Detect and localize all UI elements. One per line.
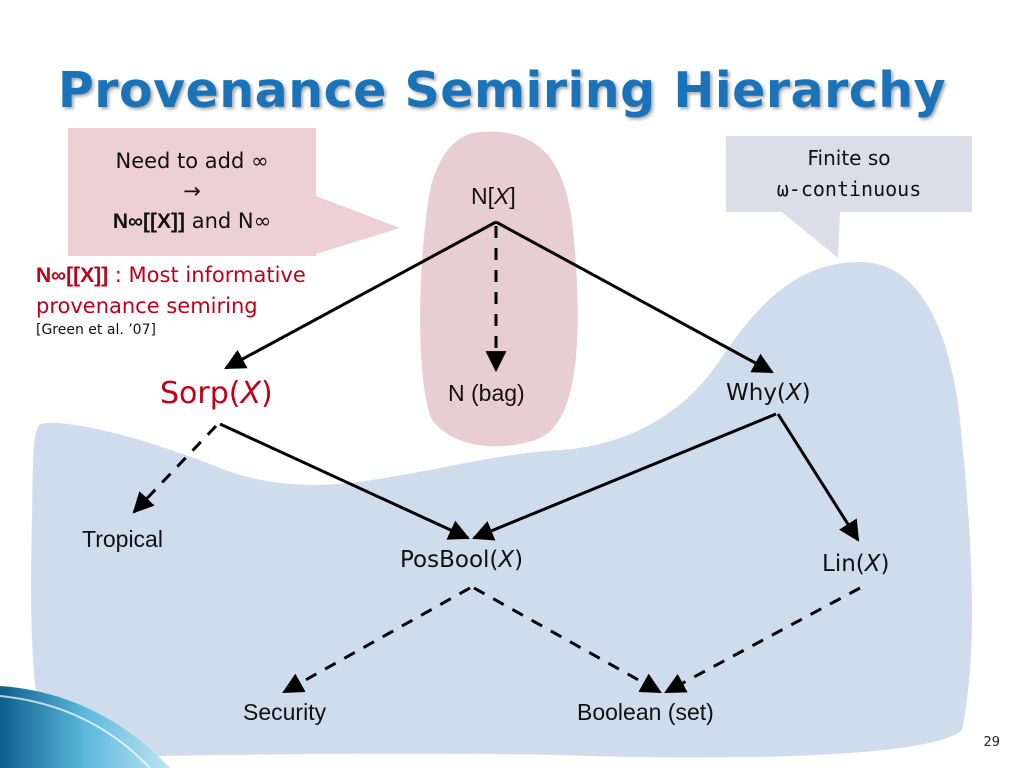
edge-nx-sorp: [224, 220, 497, 370]
note-semiring: N∞[[X]]: [36, 264, 109, 287]
edge-sorp-tropical: [132, 424, 218, 514]
edge-why-posbool: [472, 412, 777, 541]
edge-nx-why: [495, 220, 774, 374]
node-lin-post: ): [880, 551, 890, 577]
callout-left-rest: and N∞: [185, 209, 272, 233]
node-why-pre: Why(: [726, 380, 786, 406]
informative-note: N∞[[X]] : Most informative provenance se…: [36, 260, 376, 339]
node-nx-pre: N[: [471, 183, 494, 209]
callout-right-shape: [726, 136, 972, 258]
node-nx-post: ]: [509, 183, 516, 209]
blue-region: [31, 262, 972, 758]
node-posbool-pre: PosBool(: [400, 547, 499, 573]
edge-posbool-boolean: [473, 586, 662, 694]
edge-why-lin: [776, 413, 860, 542]
node-sorp-var: X: [240, 376, 262, 411]
node-why-var: X: [785, 380, 802, 406]
note-text: : Most informative provenance semiring: [36, 263, 306, 318]
note-citation: [Green et al. ’07]: [36, 322, 156, 338]
callout-right: Finite so ω-continuous: [728, 143, 970, 205]
callout-left-shape: [68, 128, 400, 256]
node-sorp: Sorp(X): [160, 376, 273, 411]
node-sorp-post: ): [261, 376, 273, 411]
node-lin-var: X: [864, 551, 881, 577]
node-lin-pre: Lin(: [822, 551, 865, 577]
node-security: Security: [243, 699, 327, 725]
node-boolean: Boolean (set): [577, 699, 714, 725]
page-title: Provenance Semiring Hierarchy: [57, 62, 947, 119]
node-tropical: Tropical: [82, 526, 163, 552]
callout-left: Need to add ∞ → N∞[[X]] and N∞: [70, 146, 314, 237]
node-posbool: PosBool(X): [400, 547, 523, 573]
node-nx-var: X: [494, 183, 510, 209]
edge-posbool-security: [282, 586, 471, 694]
callout-left-semiring: N∞[[X]]: [112, 210, 186, 233]
callout-right-line2: ω-continuous: [776, 177, 922, 201]
callout-left-line1: Need to add ∞: [115, 149, 269, 173]
page-number: 29: [983, 735, 1000, 750]
node-why: Why(X): [726, 380, 811, 406]
pink-region: [420, 131, 578, 447]
node-posbool-post: ): [514, 547, 524, 573]
node-posbool-var: X: [498, 547, 515, 573]
node-why-post: ): [801, 380, 811, 406]
callout-left-arrow: →: [183, 179, 201, 203]
callout-right-line1: Finite so: [807, 146, 891, 170]
edge-lin-boolean: [664, 586, 861, 694]
corner-decoration-stroke: [0, 695, 151, 768]
node-sorp-pre: Sorp(: [160, 376, 241, 411]
edge-sorp-posbool: [219, 422, 470, 540]
node-lin: Lin(X): [822, 551, 890, 577]
node-nbag: N (bag): [448, 380, 525, 406]
callout-left-line3: N∞[[X]] and N∞: [70, 206, 314, 237]
node-nx: N[X]: [471, 183, 516, 210]
